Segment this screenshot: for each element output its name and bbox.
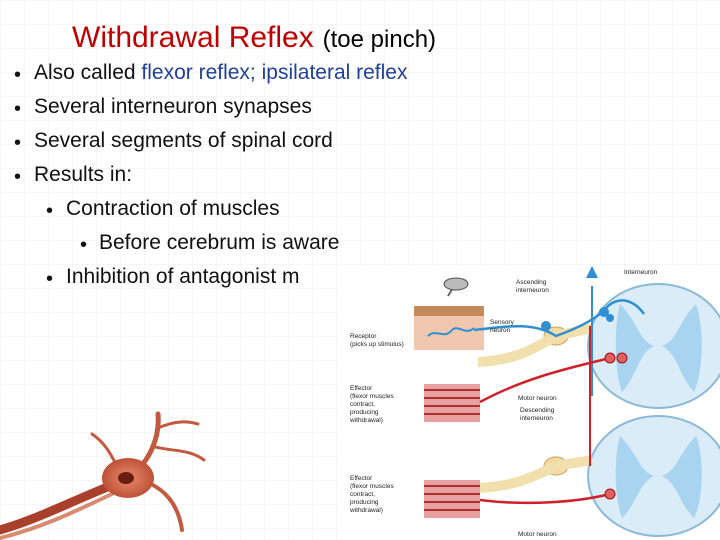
- label-effector-upper: contract,: [350, 401, 375, 408]
- title-main: Withdrawal Reflex: [72, 21, 314, 54]
- label-ascending: interneuron: [516, 287, 549, 294]
- sensory-neuron-path: [473, 299, 646, 338]
- interneuron-cell: [606, 314, 614, 322]
- label-effector-lower: withdrawal): [349, 507, 383, 514]
- bullet-spinal-segments: Several segments of spinal cord: [34, 129, 333, 152]
- label-sensory-neuron: neuron: [490, 327, 511, 334]
- withdrawal-reflex-diagram: Interneuron Ascending interneuron Recept…: [338, 266, 720, 540]
- neuron-illustration: [0, 411, 206, 540]
- label-effector-upper: withdrawal): [349, 417, 383, 424]
- label-effector-upper: Effector: [350, 385, 373, 392]
- interneuron-cell: [599, 307, 609, 317]
- label-motor-neuron-lower: Motor neuron: [518, 531, 557, 538]
- bullet-also-called: Also called flexor reflex; ipsilateral r…: [34, 58, 408, 88]
- muscle-effector-upper: [424, 384, 480, 422]
- label-effector-lower: contract,: [350, 491, 375, 498]
- label-effector-upper: producing: [350, 409, 379, 416]
- slide-title: Withdrawal Reflex (toe pinch): [72, 18, 436, 55]
- bullet-interneuron-synapses: Several interneuron synapses: [34, 95, 312, 118]
- bullet-dot: •: [14, 166, 22, 188]
- neuron-nucleus: [118, 472, 134, 484]
- sub-sub-bullet-before-cerebrum: Before cerebrum is aware: [99, 231, 340, 254]
- ascending-arrow: [586, 266, 598, 278]
- label-motor-neuron-upper: Motor neuron: [518, 395, 557, 402]
- motor-neuron-path: [479, 356, 611, 404]
- label-ascending: Ascending: [516, 279, 547, 286]
- spinal-cord-lower: [587, 415, 720, 537]
- sub-bullet-dot: •: [46, 200, 54, 222]
- motor-neuron-cell: [604, 352, 616, 364]
- bullet-results-in: Results in:: [34, 163, 133, 186]
- nerve-trunk: [477, 455, 593, 493]
- label-descending: Descending: [520, 407, 555, 414]
- label-descending: interneuron: [520, 415, 553, 422]
- skin-receptor: [414, 277, 484, 350]
- bullet-dot: •: [14, 132, 22, 154]
- sub-bullet-inhibition: Inhibition of antagonist m: [66, 265, 300, 288]
- label-effector-lower: (flexor muscles: [350, 483, 394, 490]
- bullet-also-called-prefix: Also called: [34, 61, 142, 84]
- interneuron-cell: [541, 321, 551, 331]
- label-effector-lower: Effector: [350, 475, 373, 482]
- spinal-cord-upper: [587, 283, 720, 409]
- motor-neuron-path: [479, 492, 611, 505]
- sub-bullet-contraction: Contraction of muscles: [66, 197, 280, 220]
- diagram-labels: Interneuron Ascending interneuron Recept…: [349, 269, 658, 538]
- motor-neuron-cell: [616, 352, 628, 364]
- neuron-dendrites: [0, 411, 206, 540]
- title-subtitle: (toe pinch): [322, 26, 437, 53]
- bullet-dot: •: [14, 64, 22, 86]
- sub-bullet-dot: •: [46, 268, 54, 290]
- muscle-effector-lower: [424, 480, 480, 518]
- label-receptor: Receptor: [350, 333, 377, 340]
- label-receptor: (picks up stimulus): [350, 341, 404, 348]
- sub-sub-bullet-dot: •: [80, 234, 88, 256]
- bullet-dot: •: [14, 98, 22, 120]
- label-effector-lower: producing: [350, 499, 379, 506]
- label-effector-upper: (flexor muscles: [350, 393, 394, 400]
- bullet-also-called-highlight: flexor reflex; ipsilateral reflex: [141, 61, 408, 84]
- motor-neuron-cell: [604, 488, 616, 500]
- label-sensory-neuron: Sensory: [490, 319, 515, 326]
- label-interneuron: Interneuron: [624, 269, 658, 276]
